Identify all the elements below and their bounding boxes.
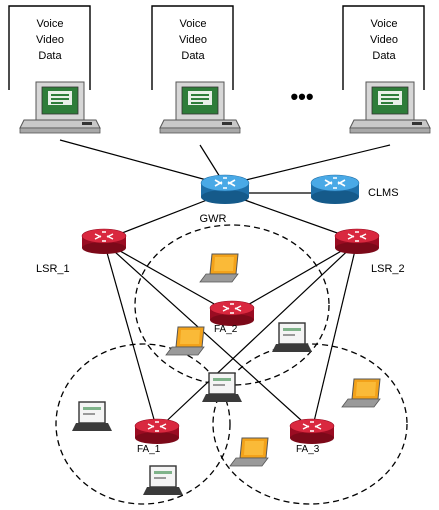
laptop-icon xyxy=(201,372,243,403)
clms-router-icon xyxy=(310,174,360,205)
endpoint-2-label-data: Data xyxy=(181,50,205,62)
desktop-computer-icon xyxy=(19,81,101,134)
lsr2-label: LSR_2 xyxy=(371,263,405,275)
endpoint-3-label-video: Video xyxy=(370,34,398,46)
laptop-icon xyxy=(165,326,205,356)
endpoint-3-label-data: Data xyxy=(372,50,396,62)
laptop-icon xyxy=(271,322,313,353)
endpoint-1-label-data: Data xyxy=(38,50,62,62)
laptop-icon xyxy=(229,437,269,467)
coverage-area-fa1 xyxy=(55,343,231,505)
gwr-label: GWR xyxy=(200,213,227,225)
laptop-icon xyxy=(142,465,184,496)
link-gwr-lsr1 xyxy=(103,192,226,241)
clms-label: CLMS xyxy=(368,187,399,199)
link-gwr-lsr2 xyxy=(224,192,358,241)
endpoint-2-label-video: Video xyxy=(179,34,207,46)
laptop-icon xyxy=(199,253,239,283)
gwr-router-icon xyxy=(200,174,250,205)
endpoint-bracket-1 xyxy=(8,5,91,90)
more-endpoints-ellipsis: ••• xyxy=(290,84,313,109)
fa3-router-icon xyxy=(289,418,335,445)
endpoint-1-label-voice: Voice xyxy=(37,18,64,30)
coverage-area-fa2 xyxy=(134,224,330,386)
lsr1-router-icon xyxy=(81,228,127,255)
link-lsr2-fa1 xyxy=(156,241,358,431)
laptop-icon xyxy=(71,401,113,432)
fa3-label: FA_3 xyxy=(296,444,320,455)
desktop-computer-icon xyxy=(159,81,241,134)
link-lsr2-fa3 xyxy=(311,241,358,431)
link-lsr2-fa2 xyxy=(231,241,358,315)
fa2-label: FA_2 xyxy=(214,324,238,335)
link-lsr1-fa3 xyxy=(103,241,313,431)
endpoint-1-label-video: Video xyxy=(36,34,64,46)
lsr1-label: LSR_1 xyxy=(36,263,70,275)
desktop-computer-icon xyxy=(349,81,431,134)
laptop-icon xyxy=(341,378,381,408)
link-lsr1-fa1 xyxy=(103,241,158,431)
endpoint-2-label-voice: Voice xyxy=(180,18,207,30)
coverage-area-fa3 xyxy=(212,343,408,505)
lsr2-router-icon xyxy=(334,228,380,255)
fa1-router-icon xyxy=(134,418,180,445)
fa2-router-icon xyxy=(209,300,255,327)
link-pc1-gwr xyxy=(59,139,226,186)
endpoint-bracket-2 xyxy=(151,5,234,90)
link-lines xyxy=(59,139,391,431)
fa1-label: FA_1 xyxy=(137,444,161,455)
endpoint-3-label-voice: Voice xyxy=(371,18,398,30)
link-pc3-gwr xyxy=(224,144,391,186)
endpoint-bracket-3 xyxy=(342,5,425,90)
link-lsr1-fa2 xyxy=(103,241,233,315)
